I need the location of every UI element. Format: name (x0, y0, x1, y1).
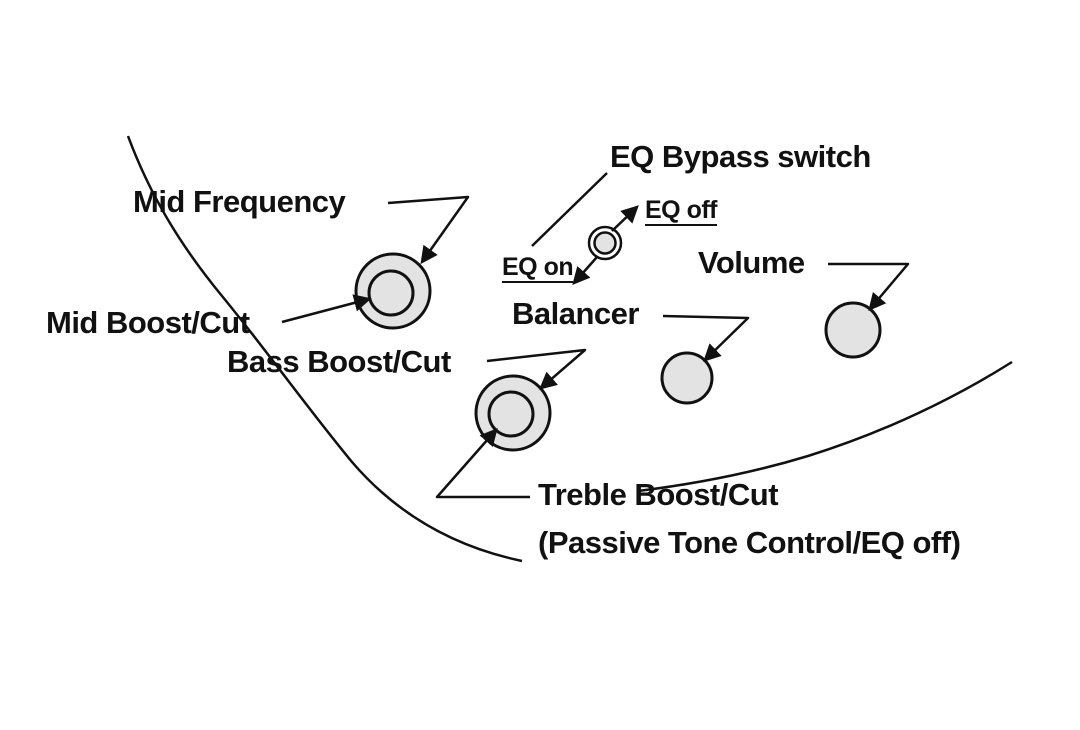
eq-on-label: EQ on (502, 254, 574, 284)
mid-boost-cut-label: Mid Boost/Cut (46, 305, 250, 340)
eq-bypass-pointer-line (531, 172, 608, 247)
eq-bypass-switch (587, 225, 623, 261)
bass-boost-cut-pointer-arrow (486, 348, 587, 390)
balancer-label: Balancer (512, 296, 639, 331)
mid-frequency-label: Mid Frequency (133, 184, 346, 219)
mid-frequency-pointer-arrow (387, 195, 470, 265)
balancer-knob (660, 351, 714, 405)
volume-pointer-arrow (828, 262, 910, 312)
eq-bypass-switch-label: EQ Bypass switch (610, 139, 871, 174)
treble-boost-cut-label: Treble Boost/Cut (538, 477, 779, 512)
mid-boost-cut-pointer-arrow (281, 294, 372, 324)
body-outline-right-curve (637, 360, 1013, 493)
bass-boost-cut-label: Bass Boost/Cut (227, 344, 451, 379)
volume-label: Volume (698, 245, 805, 280)
balancer-pointer-arrow (662, 314, 750, 362)
mid-stacked-knob (354, 252, 432, 330)
body-outline-left-curve (126, 135, 523, 563)
passive-tone-control-label: (Passive Tone Control/EQ off) (538, 525, 961, 560)
treble-boost-cut-pointer-arrow (435, 428, 530, 499)
volume-knob (824, 301, 882, 359)
eq-on-direction-arrow (572, 256, 598, 285)
eq-off-direction-arrow (611, 205, 639, 232)
eq-off-label: EQ off (645, 197, 718, 227)
